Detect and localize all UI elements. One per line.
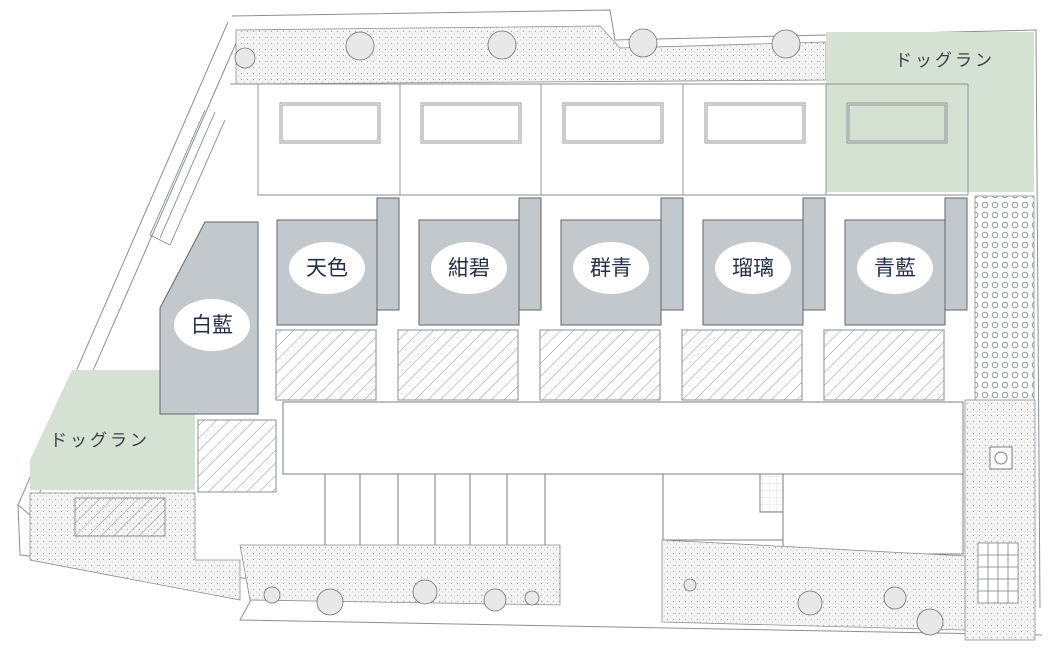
- dog-run-northeast: [826, 32, 1034, 192]
- lantern: [989, 446, 1013, 470]
- north-garden: [235, 25, 827, 85]
- central-building: [282, 401, 964, 555]
- unit-label-hakuran: 白藍: [191, 313, 233, 337]
- trees: [234, 28, 944, 636]
- unit-label-gunjo: 群青: [590, 256, 632, 280]
- unit-label-tensyoku: 天色: [306, 256, 348, 280]
- dog-run-label-southwest: ドッグラン: [50, 431, 150, 451]
- terraces: [197, 329, 945, 493]
- west-wall: [149, 109, 226, 246]
- south-garden-west: [239, 544, 561, 606]
- unit-label-seiran: 青藍: [874, 256, 916, 280]
- unit-label-konpeki: 紺碧: [448, 256, 490, 280]
- east-path: [964, 399, 1036, 641]
- unit-label-ruri: 瑠璃: [732, 256, 774, 280]
- southwest-hatched-pad: [74, 497, 166, 537]
- dog-run-southwest: [30, 370, 195, 490]
- unit-labels: 白藍 天色 紺碧 群青 瑠璃 青藍: [174, 242, 933, 351]
- east-garden: [974, 195, 1035, 422]
- parking-area: [230, 83, 969, 196]
- east-grid-tiles: [977, 542, 1019, 604]
- dog-run-label-northeast: ドッグラン: [895, 51, 995, 71]
